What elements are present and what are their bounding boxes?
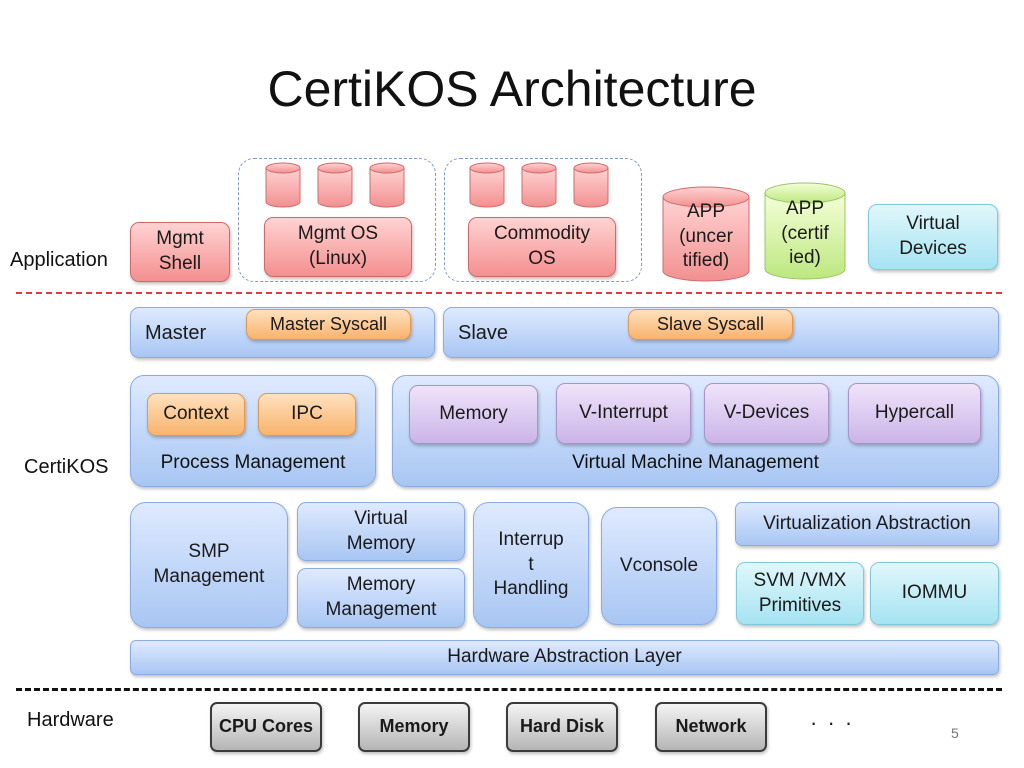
memory-management-box: Memory Management bbox=[297, 568, 465, 628]
more-hardware-ellipsis: · · · bbox=[810, 710, 855, 735]
process-cylinder-icon bbox=[265, 162, 301, 208]
application-kernel-divider bbox=[16, 292, 1002, 294]
mgmt-shell-box: Mgmt Shell bbox=[130, 222, 230, 282]
hypercall-box: Hypercall bbox=[848, 383, 981, 444]
vconsole-box: Vconsole bbox=[601, 507, 717, 625]
slave-label: Slave bbox=[458, 321, 509, 344]
network-box: Network bbox=[655, 702, 767, 752]
ipc-box: IPC bbox=[258, 393, 356, 436]
app-certified-label: APP (certif ied) bbox=[781, 198, 829, 269]
layer-label-application: Application bbox=[10, 249, 108, 271]
process-cylinder-icon bbox=[573, 162, 609, 208]
layer-label-hardware: Hardware bbox=[27, 709, 114, 731]
process-cylinder-icon bbox=[469, 162, 505, 208]
layer-label-certikos: CertiKOS bbox=[24, 456, 109, 478]
v-interrupt-box: V-Interrupt bbox=[556, 383, 691, 444]
master-syscall-box: Master Syscall bbox=[246, 309, 411, 340]
iommu-box: IOMMU bbox=[870, 562, 999, 625]
mgmt-os-box: Mgmt OS (Linux) bbox=[264, 217, 412, 277]
vm-memory-box: Memory bbox=[409, 385, 538, 444]
slide-title: CertiKOS Architecture bbox=[267, 61, 757, 117]
hardware-memory-box: Memory bbox=[358, 702, 470, 752]
process-management-label: Process Management bbox=[160, 452, 346, 473]
master-label: Master bbox=[145, 321, 207, 344]
slave-syscall-box: Slave Syscall bbox=[628, 309, 793, 340]
svm-vmx-primitives-box: SVM /VMX Primitives bbox=[736, 562, 864, 625]
context-box: Context bbox=[147, 393, 245, 436]
virtual-devices-box: Virtual Devices bbox=[868, 204, 998, 270]
slide-number: 5 bbox=[951, 725, 959, 741]
hardware-abstraction-layer-box: Hardware Abstraction Layer bbox=[130, 640, 999, 675]
commodity-os-box: Commodity OS bbox=[468, 217, 616, 277]
app-certified-cylinder-icon bbox=[764, 182, 846, 280]
v-devices-box: V-Devices bbox=[704, 383, 829, 444]
cpu-cores-box: CPU Cores bbox=[210, 702, 322, 752]
app-uncertified-label: APP (uncer tified) bbox=[679, 201, 733, 272]
app-uncertified-cylinder-icon bbox=[662, 186, 750, 282]
mgmt-os-group bbox=[238, 158, 436, 282]
virtual-memory-box: Virtual Memory bbox=[297, 502, 465, 561]
virtualization-abstraction-box: Virtualization Abstraction bbox=[735, 502, 999, 546]
interrupt-handling-box: Interrup t Handling bbox=[473, 502, 589, 628]
vm-management-label: Virtual Machine Management bbox=[572, 452, 819, 473]
process-cylinder-icon bbox=[317, 162, 353, 208]
smp-management-box: SMP Management bbox=[130, 502, 288, 628]
commodity-os-group bbox=[444, 158, 642, 282]
process-cylinder-icon bbox=[521, 162, 557, 208]
process-cylinder-icon bbox=[369, 162, 405, 208]
hard-disk-box: Hard Disk bbox=[506, 702, 618, 752]
kernel-hardware-divider bbox=[16, 688, 1002, 691]
